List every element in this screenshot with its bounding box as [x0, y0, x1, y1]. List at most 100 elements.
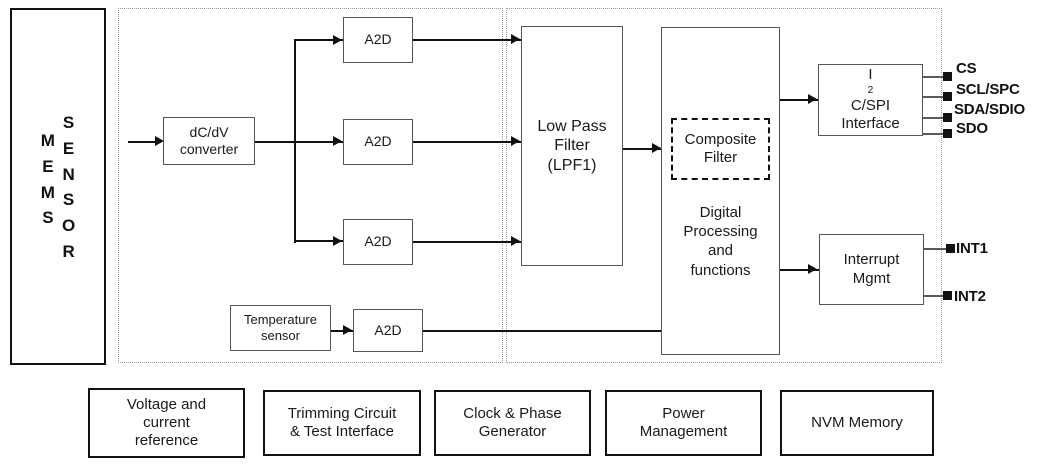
pin-pad-int1 — [946, 244, 955, 253]
vcref-line1: Voltage and — [126, 395, 207, 413]
wire-a2d-temp-to-digital — [423, 330, 671, 333]
sensor-letter: E — [62, 138, 75, 158]
interrupt-line1: Interrupt — [843, 251, 900, 269]
digital-line3: and — [707, 242, 734, 260]
arrowhead-converter-in — [155, 136, 164, 146]
pin-label-scl: SCL/SPC — [956, 81, 1020, 98]
clock-line1: Clock & Phase — [463, 404, 562, 422]
lpf-line3: (LPF1) — [547, 156, 597, 174]
wire-fanout-bottom — [294, 240, 343, 243]
clock-phase-generator-block: Clock & Phase Generator — [434, 390, 591, 456]
trimming-line2: & Test Interface — [290, 423, 394, 440]
pin-label-cs: CS — [956, 60, 977, 77]
sensor-vertical-label: S E N S O R — [62, 110, 75, 265]
sensor-letter: O — [61, 216, 76, 236]
mems-sensor-block: M E M S S E N S O R — [10, 8, 106, 365]
interrupt-line2: Mgmt — [852, 269, 891, 287]
wire-converter-out — [255, 141, 343, 144]
wire-fanout-top — [294, 39, 343, 42]
digital-processing-block — [661, 27, 780, 355]
arrowhead-a2d2-in — [333, 136, 342, 146]
wire-pin-sdo — [923, 133, 945, 135]
pin-label-int2: INT2 — [954, 288, 986, 305]
composite-filter-line1: Composite — [684, 130, 757, 148]
a2d-block-3: A2D — [343, 219, 413, 265]
arrowhead-lpf-in-2 — [511, 136, 520, 146]
converter-line1: dC/dV — [189, 123, 229, 140]
power-line2: Management — [639, 423, 728, 440]
pin-pad-scl — [943, 92, 952, 101]
arrowhead-lpf-in-3 — [511, 236, 520, 246]
converter-line2: converter — [179, 141, 239, 157]
wire-sensor-to-converter — [128, 141, 158, 144]
wire-digital-to-interrupt — [780, 269, 820, 272]
digital-line2: Processing — [683, 223, 758, 241]
interface-prefix: I — [868, 66, 873, 84]
arrowhead-a2d-temp-in — [343, 325, 352, 335]
trimming-circuit-test-interface-block: Trimming Circuit & Test Interface — [263, 390, 421, 456]
wire-fanout-vertical — [294, 40, 297, 243]
nvm-memory-block: NVM Memory — [780, 390, 934, 456]
pin-label-sdo: SDO — [956, 120, 988, 137]
digital-line1: Digital — [699, 204, 742, 221]
interface-line2: Interface — [841, 115, 900, 133]
pin-label-int1: INT1 — [956, 240, 988, 257]
a2d-label: A2D — [364, 31, 392, 48]
power-line1: Power — [662, 404, 705, 422]
interface-suffix: C/SPI — [850, 97, 891, 115]
a2d-block-temperature: A2D — [353, 309, 423, 352]
mems-letter: M — [40, 182, 55, 202]
pin-pad-sdo — [943, 129, 952, 138]
digital-domain-region — [506, 8, 942, 363]
lpf-line1: Low Pass — [537, 117, 607, 135]
interface-superscript: 2 — [867, 84, 874, 96]
arrowhead-interrupt-in — [808, 264, 817, 274]
wire-lpf-to-digital — [623, 148, 663, 151]
digital-processing-label: Digital Processing and functions — [661, 203, 780, 280]
wire-digital-to-interface — [780, 99, 820, 102]
sensor-letter: S — [62, 113, 75, 132]
power-management-block: Power Management — [605, 390, 762, 456]
wire-a2d2-to-lpf — [413, 141, 523, 144]
wire-temp-to-a2d — [331, 330, 353, 333]
temp-sensor-line1: Temperature — [244, 312, 317, 328]
analog-domain-region — [118, 8, 503, 363]
mems-letter: E — [42, 156, 54, 176]
wire-a2d1-to-lpf — [413, 39, 523, 42]
temperature-sensor-block: Temperature sensor — [230, 305, 331, 351]
pin-pad-sda — [943, 113, 952, 122]
composite-filter-line2: Filter — [703, 149, 738, 166]
arrowhead-lpf-in-1 — [511, 34, 520, 44]
arrowhead-interface-in — [808, 94, 817, 104]
arrowhead-a2d3-in — [333, 236, 342, 246]
digital-line4: functions — [690, 261, 751, 279]
dc-dv-converter-block: dC/dV converter — [163, 117, 255, 165]
a2d-label: A2D — [364, 233, 392, 250]
voltage-current-reference-block: Voltage and current reference — [88, 388, 245, 458]
wire-pin-cs — [923, 76, 945, 78]
pin-pad-int2 — [943, 291, 952, 300]
wire-pin-int1 — [924, 248, 947, 250]
a2d-label: A2D — [364, 133, 392, 150]
composite-filter-block: Composite Filter — [671, 118, 770, 180]
wire-pin-sda — [923, 117, 945, 119]
arrowhead-digital-in — [652, 143, 661, 153]
a2d-block-2: A2D — [343, 119, 413, 165]
mems-vertical-label: M E M S — [41, 128, 55, 231]
a2d-label: A2D — [374, 321, 402, 338]
wire-pin-int2 — [924, 295, 944, 297]
pin-label-sda: SDA/SDIO — [954, 101, 1025, 118]
trimming-line1: Trimming Circuit — [287, 404, 397, 422]
vcref-line3: reference — [134, 432, 199, 450]
vcref-line2: current — [143, 413, 190, 431]
wire-a2d3-to-lpf — [413, 241, 523, 244]
sensor-letter: S — [62, 190, 75, 210]
mems-letter: M — [40, 131, 55, 150]
temp-sensor-line2: sensor — [260, 328, 300, 343]
sensor-letter: R — [62, 242, 75, 262]
lpf-line2: Filter — [554, 137, 590, 155]
pin-pad-cs — [943, 72, 952, 81]
arrowhead-a2d1-in — [333, 35, 342, 45]
